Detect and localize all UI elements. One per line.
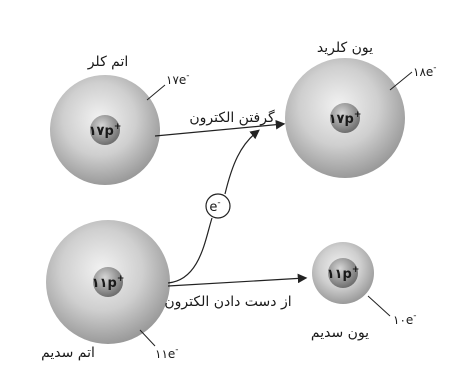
chlorine-atom-leader (146, 84, 166, 101)
chlorine-atom: ۱۷p+ اتم کلر ۱۷e- (50, 54, 190, 185)
chloride-ion-leader (389, 71, 413, 91)
sodium-ion-electrons: ۱۰e- (393, 311, 417, 327)
sodium-ion-nucleus (328, 258, 358, 288)
electron-symbol: e- (209, 198, 220, 215)
sodium-atom-name: اتم سدیم (41, 345, 95, 361)
chloride-ion-electrons: ۱۸e- (413, 63, 437, 79)
chloride-ion: ۱۷p+ یون کلرید ۱۸e- (285, 40, 437, 178)
gain-arrow (154, 119, 286, 137)
sodium-ion-name: یون سدیم (311, 325, 369, 341)
chlorine-atom-nucleus (90, 115, 120, 145)
sodium-atom-leader (139, 329, 156, 347)
chlorine-atom-electrons: ۱۷e- (166, 71, 190, 87)
electron-circle (205, 193, 231, 219)
sodium-ion-leader (367, 295, 391, 317)
sodium-atom: ۱۱p+ اتم سدیم ۱۱e- (41, 220, 179, 361)
sodium-atom-electrons: ۱۱e- (155, 345, 179, 361)
chloride-ion-name: یون کلرید (317, 40, 373, 56)
sodium-ion-nucleus-label: ۱۱p+ (327, 265, 360, 282)
electron-token: e- (205, 193, 231, 219)
loss-arrow (167, 273, 308, 287)
chlorine-atom-name: اتم کلر (87, 54, 129, 70)
electron-path-upper (224, 129, 260, 195)
loss-label: از دست دادن الکترون (164, 294, 291, 310)
chlorine-atom-nucleus-label: ۱۷p+ (89, 122, 122, 139)
gain-label: گرفتن الکترون (189, 109, 275, 126)
sodium-atom-nucleus-label: ۱۱p+ (92, 274, 125, 291)
sodium-ion: ۱۱p+ یون سدیم ۱۰e- (311, 242, 417, 341)
chloride-ion-nucleus (330, 103, 360, 133)
sodium-atom-nucleus (93, 267, 123, 297)
electron-path-lower (167, 217, 213, 284)
chloride-ion-nucleus-label: ۱۷p+ (329, 110, 362, 127)
